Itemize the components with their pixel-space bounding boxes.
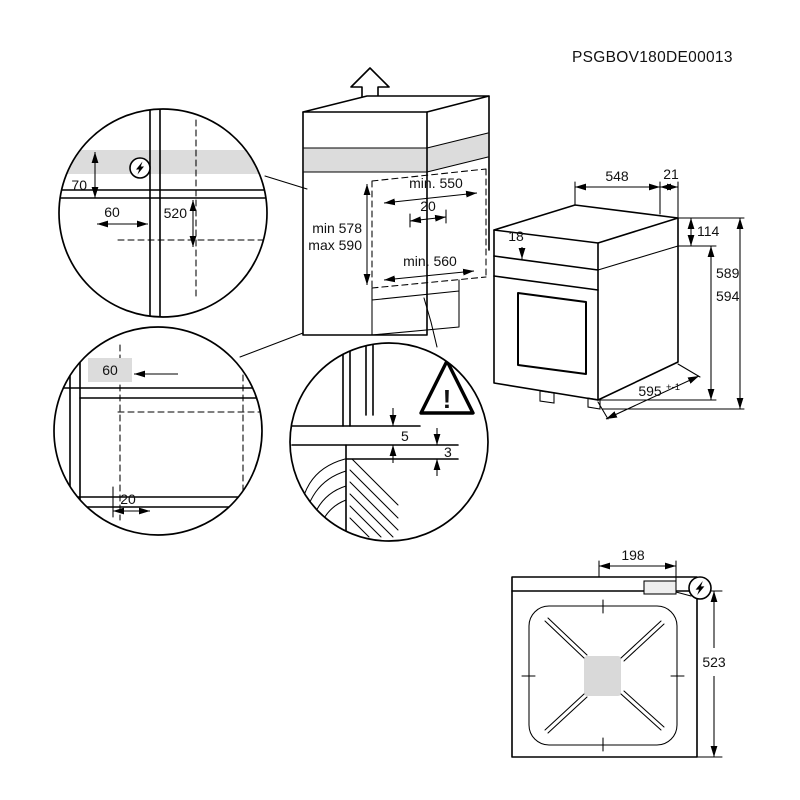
warning-icon: ! bbox=[419, 359, 475, 415]
center-hub bbox=[584, 656, 621, 696]
oven-21-dim: 21 bbox=[663, 166, 679, 182]
oven-595-dim: 595 bbox=[638, 383, 662, 399]
document-code: PSGBOV180DE00013 bbox=[572, 49, 733, 66]
oven-18-dim: 18 bbox=[508, 228, 524, 244]
base-60-dim: 60 bbox=[102, 362, 118, 378]
niche-height-min-dim: min 578 bbox=[312, 220, 362, 236]
socket-zone-detail: 70 60 520 bbox=[58, 108, 268, 318]
socket-520-dim: 520 bbox=[164, 205, 188, 221]
warning-mark: ! bbox=[443, 384, 452, 414]
base-20-dim: 20 bbox=[120, 491, 136, 507]
niche-width-dim: min. 550 bbox=[409, 175, 463, 191]
niche-setback-dim: 20 bbox=[420, 198, 436, 214]
cabinet-niche-drawing: min. 550 20 min 578 max 590 min. 560 bbox=[239, 95, 490, 358]
gap-3-dim: 3 bbox=[444, 444, 452, 460]
wood-grain bbox=[295, 458, 347, 536]
socket-cutout bbox=[643, 580, 677, 595]
oven-114-dim: 114 bbox=[697, 223, 720, 239]
cross-braces bbox=[544, 617, 665, 734]
niche-depth-dim: min. 560 bbox=[403, 253, 457, 269]
topview-523-dim: 523 bbox=[702, 654, 726, 670]
oven-door-window bbox=[517, 292, 587, 375]
power-supply-icon bbox=[688, 576, 712, 600]
oven-feet bbox=[539, 390, 601, 410]
oven-548-dim: 548 bbox=[605, 168, 629, 184]
hatch-section bbox=[349, 458, 399, 538]
oven-594-dim: 594 bbox=[716, 288, 740, 304]
oven-589-dim: 589 bbox=[716, 265, 740, 281]
socket-60-dim: 60 bbox=[104, 204, 120, 220]
socket-70-dim: 70 bbox=[71, 177, 87, 193]
topview-198-dim: 198 bbox=[621, 547, 645, 563]
rear-gap-detail: 5 3 ! bbox=[289, 342, 489, 542]
base-corner-detail: 60 20 bbox=[53, 326, 263, 536]
oven-drawing: 548 21 18 114 589 594 595 +-1 bbox=[493, 166, 745, 420]
niche-height-max-dim: max 590 bbox=[308, 237, 362, 253]
power-supply-icon bbox=[129, 157, 151, 179]
gap-5-dim: 5 bbox=[401, 428, 409, 444]
oven-top-view: 198 523 bbox=[511, 547, 726, 758]
niche-hidden-edges bbox=[371, 168, 487, 289]
detail-leader-lines bbox=[239, 175, 438, 358]
oven-595-tolerance: +-1 bbox=[666, 382, 680, 393]
